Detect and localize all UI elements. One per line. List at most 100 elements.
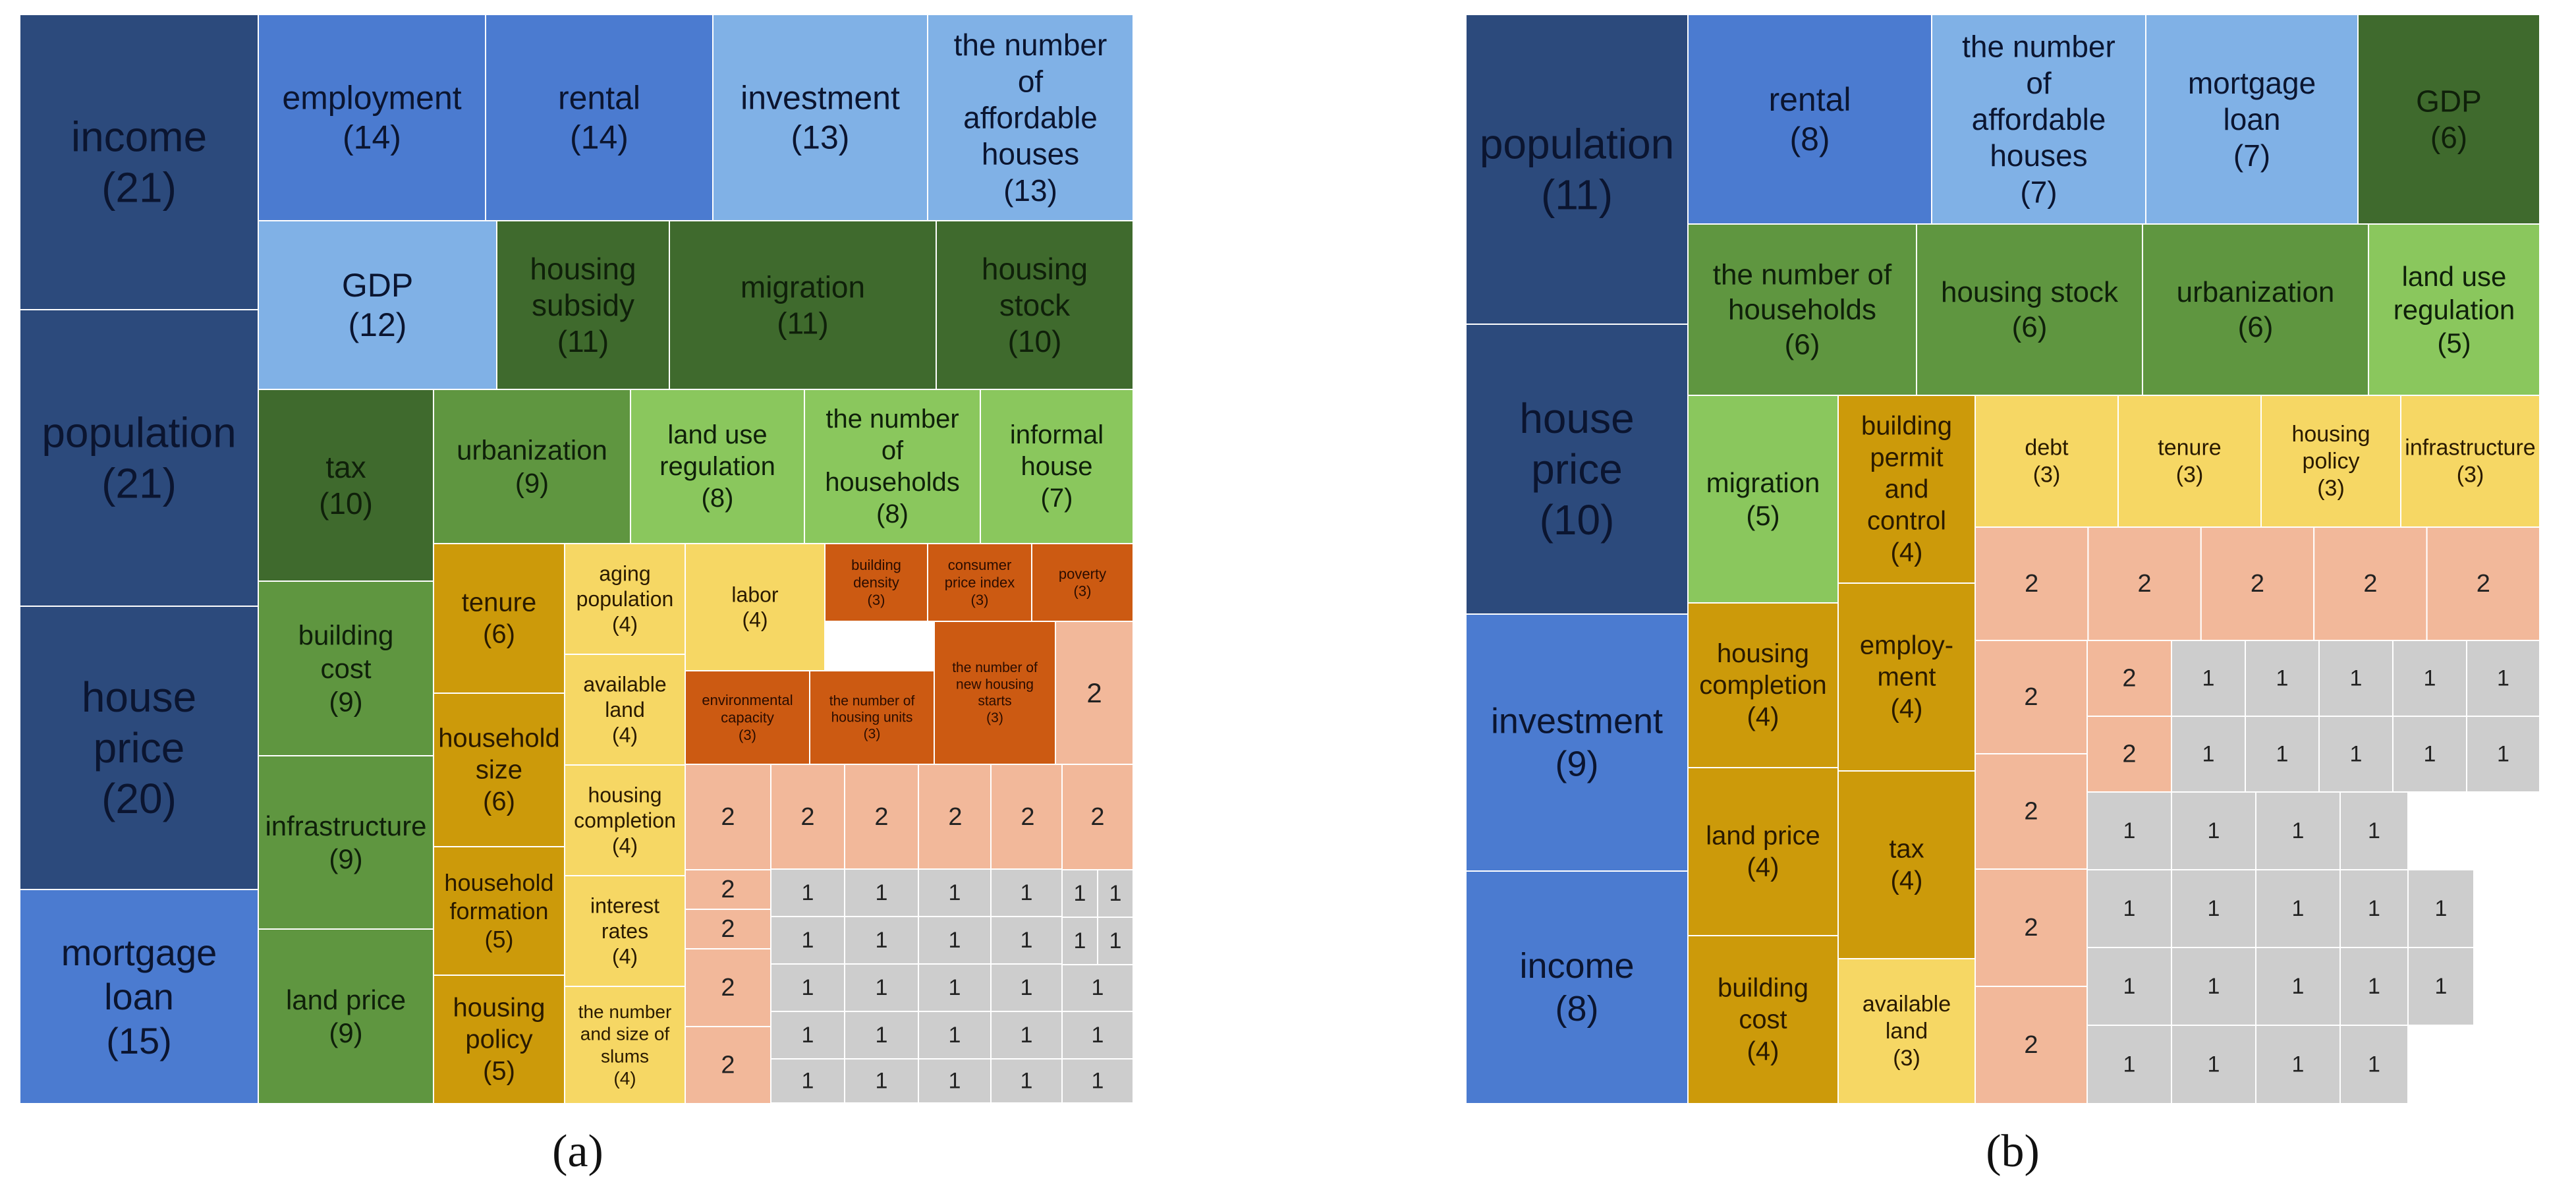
a-tile-two-8-label: 2 — [721, 876, 735, 903]
a-tile-land-use-regulation-label: regulation — [659, 452, 775, 481]
a-tile-one-2-label: 1 — [876, 880, 888, 905]
b-tile-one-14: 1 — [2339, 791, 2409, 870]
a-tile-the-number-of-new-housing-starts-label: new housing — [956, 677, 1034, 692]
a-tile-rental-value: (14) — [570, 119, 629, 156]
a-tile-two-3-label: 2 — [800, 803, 814, 831]
a-tile-population-value: (21) — [101, 459, 177, 507]
a-tile-one-7: 1 — [918, 916, 992, 965]
a-tile-urbanization-value: (9) — [515, 468, 549, 499]
b-tile-income-label: income — [1519, 946, 1634, 986]
b-tile-rental-label: rental — [1768, 81, 1851, 118]
b-tile-one-16: 1 — [2171, 869, 2256, 948]
b-tile-building-permit-and-control-label: control — [1867, 507, 1946, 536]
b-tile-land-use-regulation-value: (5) — [2437, 327, 2471, 358]
a-tile-one-6-label: 1 — [876, 928, 888, 953]
a-tile-building-density-label: density — [853, 575, 899, 591]
a-tile-the-number-of-households-label: households — [825, 468, 960, 497]
b-tile-one-4: 1 — [2392, 640, 2467, 717]
a-tile-one-25-label: 1 — [1109, 881, 1122, 906]
b-tile-population-value: (11) — [1541, 171, 1613, 218]
a-tile-the-number-of-housing-units-label: the number of — [829, 693, 915, 708]
b-tile-two-2-label: 2 — [2138, 570, 2152, 598]
b-tile-the-number-of-affordable-houses-label: of — [2026, 66, 2052, 100]
b-tile-rental-value: (8) — [1789, 121, 1830, 157]
a-tile-land-price: land price(9) — [258, 928, 434, 1104]
a-tile-housing-stock-value: (10) — [1008, 324, 1062, 358]
a-tile-land-price-label: land price — [286, 984, 406, 1015]
a-tile-one-22: 1 — [990, 1058, 1063, 1104]
b-tile-the-number-of-affordable-houses-label: houses — [1990, 138, 2087, 173]
b-tile-the-number-of-households-label: households — [1728, 294, 1876, 326]
a-tile-informal-house-label: house — [1021, 452, 1093, 481]
b-tile-one-4-label: 1 — [2424, 666, 2436, 691]
a-tile-urbanization-label: urbanization — [457, 434, 607, 465]
b-tile-tenure-value: (3) — [2176, 462, 2204, 487]
b-tile-the-number-of-affordable-houses-label: the number — [1962, 30, 2115, 64]
b-tile-two-7: 2 — [2086, 640, 2172, 717]
b-tile-one-18: 1 — [2339, 869, 2409, 948]
a-tile-two-5-label: 2 — [948, 803, 962, 831]
b-tile-urbanization-value: (6) — [2238, 311, 2274, 343]
a-tile-informal-house-value: (7) — [1041, 484, 1073, 513]
b-tile-two-8: 2 — [2086, 716, 2172, 793]
a-tile-housing-subsidy-value: (11) — [557, 324, 609, 358]
b-tile-housing-completion-value: (4) — [1747, 702, 1779, 731]
b-tile-one-22: 1 — [2255, 947, 2341, 1026]
a-tile-aging-population-label: population — [576, 587, 674, 611]
a-tile-building-density-value: (3) — [868, 592, 885, 608]
a-tile-infrastructure-label: infrastructure — [265, 810, 426, 841]
b-tile-one-17-label: 1 — [2292, 896, 2305, 921]
b-tile-mortgage-loan-label: mortgage — [2188, 66, 2316, 100]
a-tile-the-number-and-size-of-slums-label: slums — [601, 1046, 649, 1066]
b-tile-land-price: land price(4) — [1687, 767, 1839, 936]
a-tile-household-formation-label: household — [444, 869, 553, 896]
a-tile-two-6-label: 2 — [1021, 803, 1034, 831]
a-tile-one-27-label: 1 — [1109, 928, 1122, 953]
a-tile-housing-completion-label: completion — [574, 808, 676, 832]
a-tile-one-11-label: 1 — [949, 975, 961, 1000]
a-tile-aging-population-label: aging — [599, 562, 650, 586]
a-tile-one-1-label: 1 — [802, 880, 814, 905]
a-tile-two-9-label: 2 — [721, 915, 735, 943]
b-tile-housing-policy-value: (3) — [2317, 476, 2345, 501]
a-tile-tax-value: (10) — [319, 486, 373, 521]
b-tile-one-28-label: 1 — [2368, 1052, 2380, 1077]
b-tile-building-permit-and-control-label: building — [1861, 412, 1952, 441]
b-tile-one-14-label: 1 — [2368, 818, 2380, 843]
b-tile-two-10-label: 2 — [2024, 914, 2038, 942]
a-tile-interest-rates-value: (4) — [612, 944, 638, 968]
a-tile-two-9: 2 — [685, 909, 771, 949]
a-tile-two-10-label: 2 — [721, 974, 735, 1002]
b-tile-housing-stock: housing stock(6) — [1916, 223, 2143, 396]
b-tile-housing-stock-label: housing stock — [1941, 276, 2119, 308]
a-tile-infrastructure: infrastructure(9) — [258, 755, 434, 930]
a-tile-tenure-value: (6) — [483, 620, 515, 649]
a-tile-one-8-label: 1 — [1021, 928, 1033, 953]
a-tile-one-2: 1 — [844, 868, 919, 917]
b-tile-housing-stock-value: (6) — [2012, 311, 2048, 343]
a-tile-household-formation-label: formation — [449, 897, 548, 924]
a-tile-consumer-price-index-label: consumer — [948, 557, 1012, 573]
a-tile-one-9-label: 1 — [802, 975, 814, 1000]
a-tile-the-number-of-affordable-houses-value: (13) — [1003, 173, 1057, 208]
a-tile-one-4-label: 1 — [1021, 880, 1033, 905]
a-tile-two-7: 2 — [1061, 764, 1134, 870]
a-tile-mortgage-loan-label: loan — [104, 976, 174, 1017]
a-tile-the-number-of-affordable-houses-label: houses — [982, 137, 1079, 171]
a-tile-housing-subsidy-label: housing — [530, 252, 636, 286]
a-tile-two-1: 2 — [1055, 621, 1134, 765]
b-tile-land-use-regulation-label: land use — [2402, 261, 2507, 292]
a-tile-one-13-label: 1 — [1092, 975, 1104, 1000]
b-tile-two-10: 2 — [1974, 868, 2088, 987]
b-tile-tenure: tenure(3) — [2117, 395, 2262, 528]
a-tile-one-26-label: 1 — [1074, 928, 1086, 953]
a-tile-the-number-of-affordable-houses-label: affordable — [963, 101, 1098, 135]
a-tile-one-12: 1 — [990, 963, 1063, 1012]
a-tile-available-land-label: land — [605, 698, 645, 721]
